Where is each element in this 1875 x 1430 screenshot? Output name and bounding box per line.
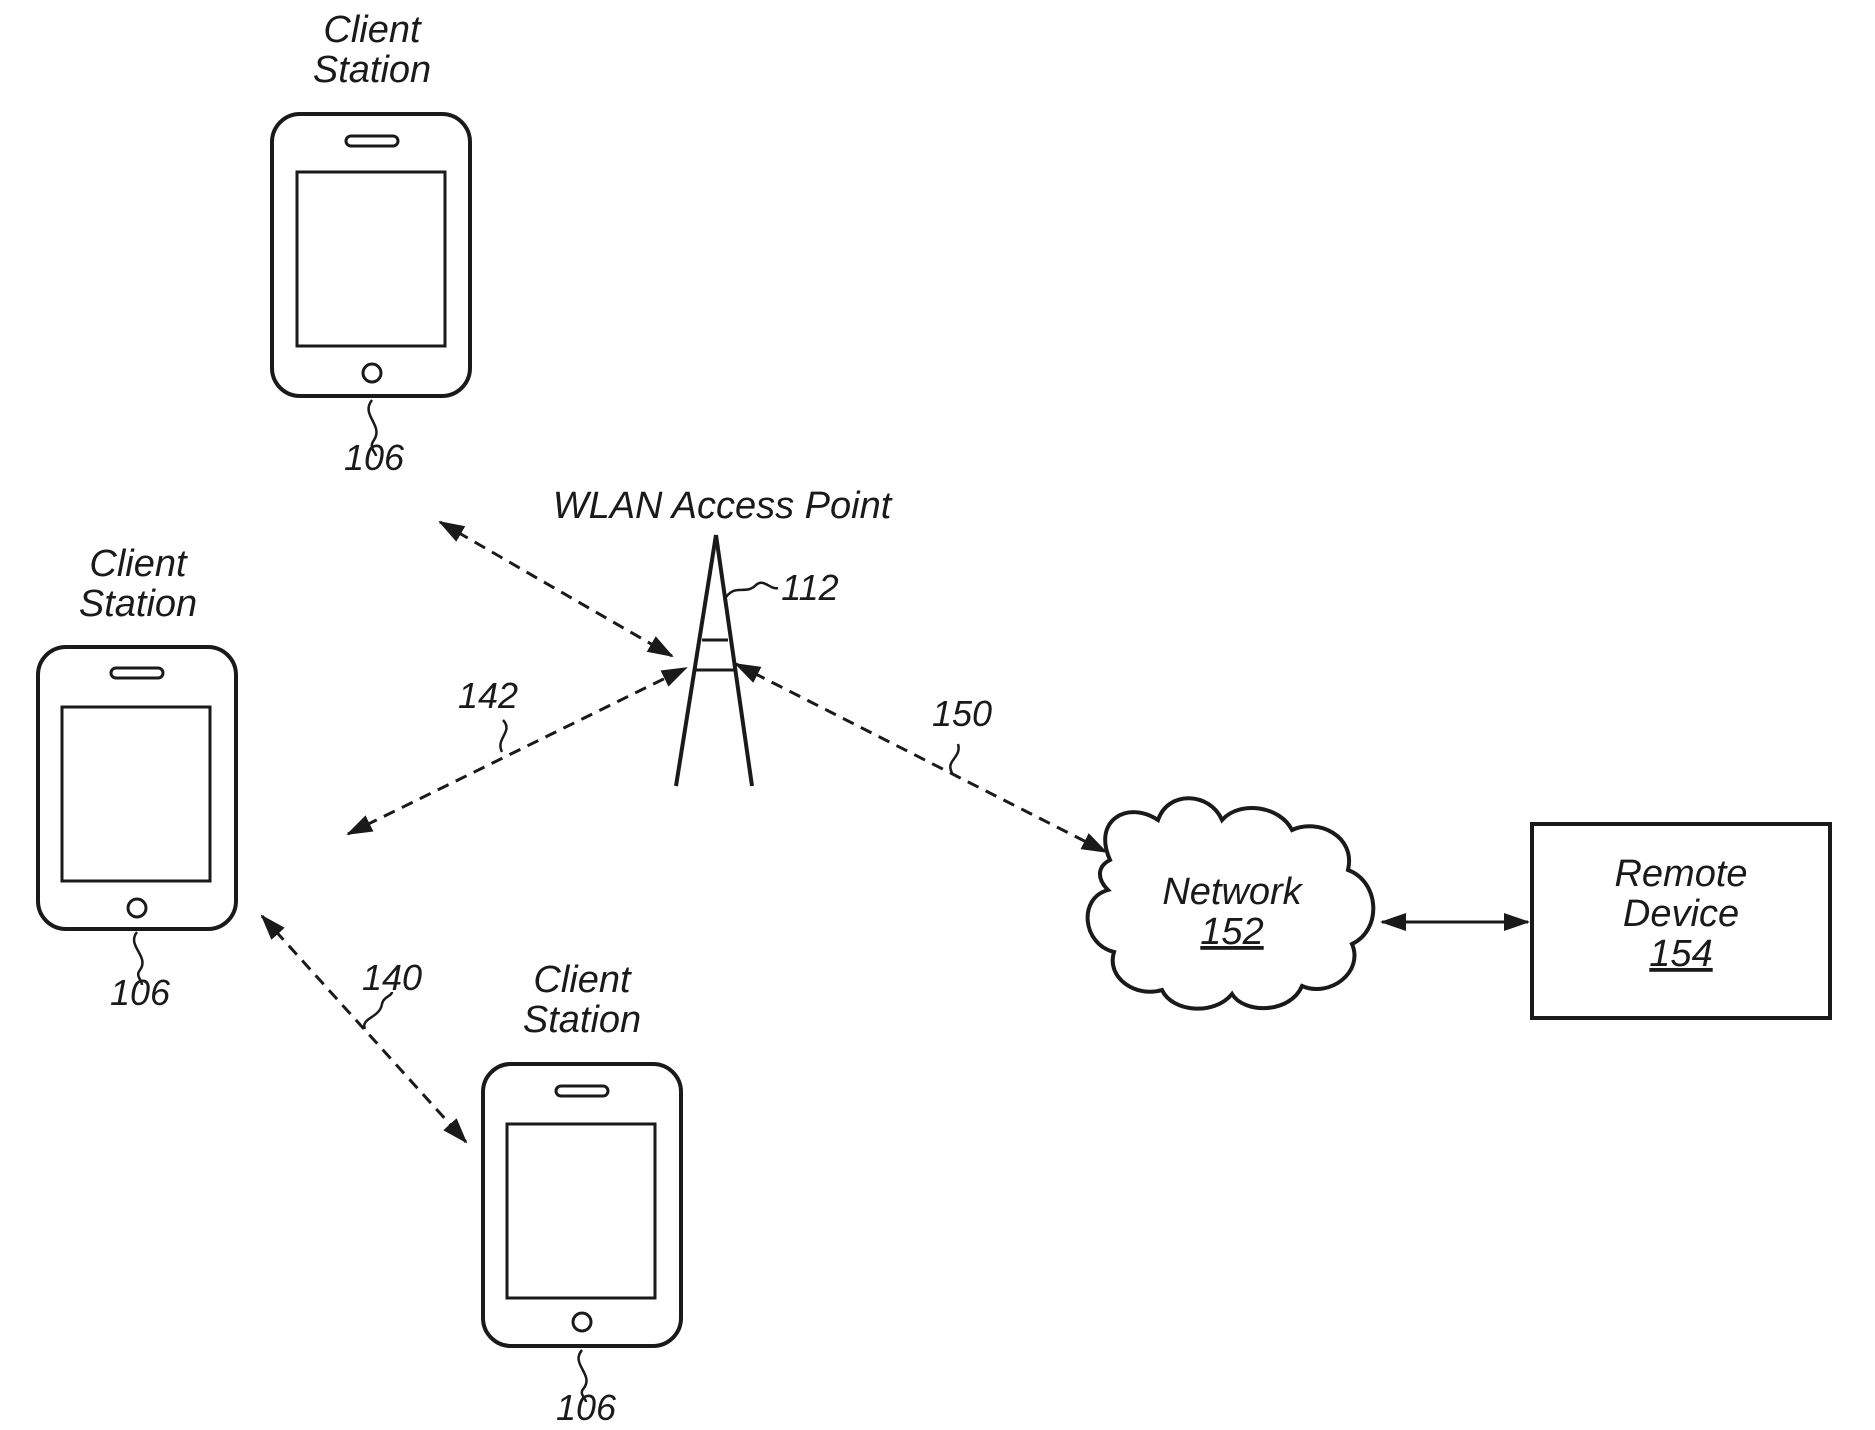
access-point-label: WLAN Access Point (553, 485, 893, 527)
network-label: Network (1162, 871, 1303, 913)
lower-link-ref: 140 (362, 957, 422, 998)
remote-device-label-line1: Remote (1614, 853, 1747, 895)
network-cloud: Network 152 (1088, 798, 1374, 1008)
client-station-bottom-label-line2: Station (523, 999, 641, 1041)
wireless-link-left: 142 (348, 668, 686, 834)
wlan-access-point: WLAN Access Point 112 (553, 485, 893, 786)
client-station-top-label-line1: Client (323, 9, 422, 51)
remote-device-label-line2: Device (1623, 893, 1739, 935)
client-station-top: Client Station 106 (272, 9, 470, 478)
client-station-bottom: Client Station 106 (483, 959, 681, 1428)
remote-device-ref: 154 (1649, 933, 1712, 975)
left-link-ref: 142 (458, 675, 518, 716)
antenna-tower-icon (676, 535, 752, 786)
ref-leader (500, 720, 506, 752)
wireless-link-network: 150 (736, 664, 1106, 852)
access-point-ref: 112 (781, 567, 838, 608)
ref-leader (724, 583, 778, 600)
client-station-top-ref: 106 (344, 437, 405, 478)
phone-icon (272, 114, 470, 396)
client-station-left-label-line2: Station (79, 583, 197, 625)
client-station-left: Client Station 106 (38, 543, 236, 1013)
phone-icon (38, 647, 236, 929)
client-station-top-label-line2: Station (313, 49, 431, 91)
client-station-bottom-ref: 106 (556, 1387, 617, 1428)
network-ref: 152 (1200, 911, 1263, 953)
remote-device: Remote Device 154 (1532, 824, 1830, 1018)
client-station-left-label-line1: Client (89, 543, 188, 585)
phone-icon (483, 1064, 681, 1346)
wireless-link-lower: 140 (262, 916, 466, 1142)
ref-leader (950, 744, 958, 773)
wireless-link-top (440, 522, 672, 656)
client-station-bottom-label-line1: Client (533, 959, 632, 1001)
network-link-ref: 150 (932, 693, 992, 734)
client-station-left-ref: 106 (110, 972, 171, 1013)
